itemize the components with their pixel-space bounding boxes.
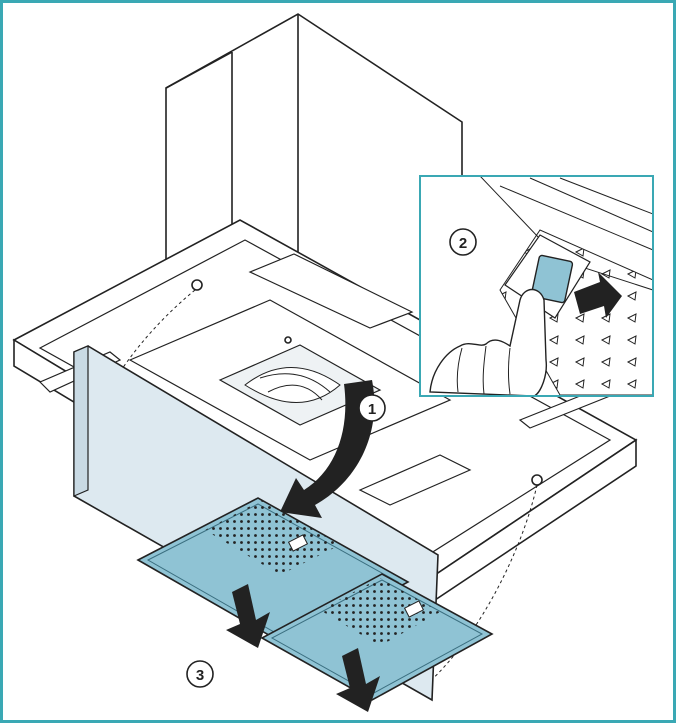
down-arrow-right xyxy=(336,648,380,712)
hand-icon xyxy=(429,288,548,395)
step-3-label: 3 xyxy=(196,667,204,684)
grease-filter-right xyxy=(260,573,494,701)
rotate-arrow xyxy=(280,380,375,518)
step-3-badge: 3 xyxy=(186,660,214,688)
step-1-badge: 1 xyxy=(358,394,386,422)
step-2-label: 2 xyxy=(459,235,467,252)
down-arrow-left xyxy=(226,584,270,648)
inset-detail xyxy=(419,175,654,397)
step-1-label: 1 xyxy=(368,401,376,418)
step-2-badge: 2 xyxy=(449,228,477,256)
